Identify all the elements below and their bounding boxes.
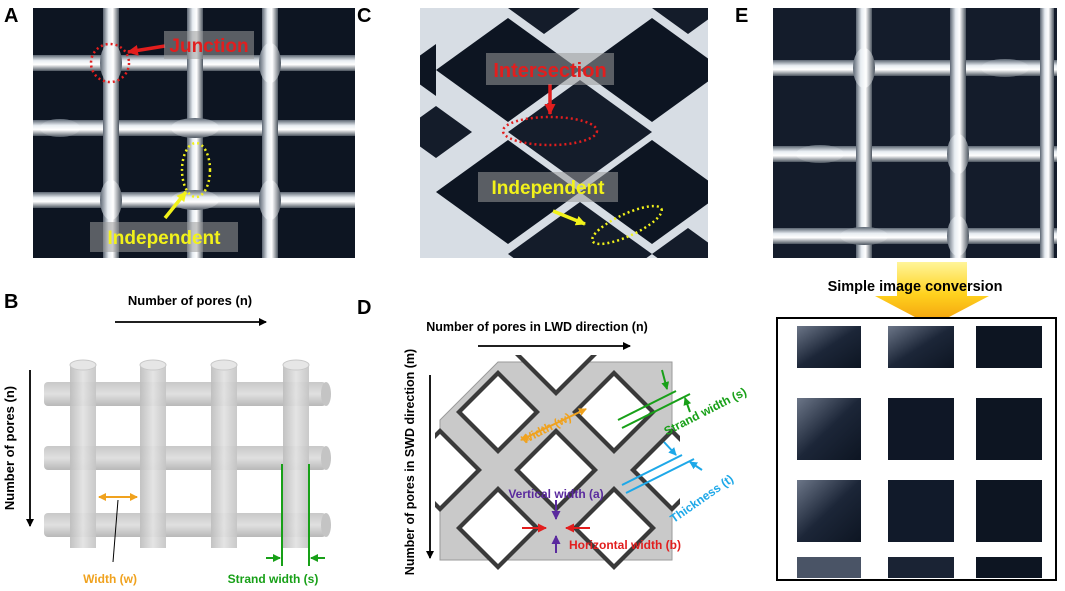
independent-label-a: Independent bbox=[108, 228, 222, 249]
d-strand-arrow-bottom bbox=[683, 397, 692, 413]
junction-label: Junction bbox=[169, 36, 248, 57]
mesh-photo-c bbox=[420, 8, 708, 258]
independent-label-box-a bbox=[90, 222, 238, 252]
b-top-axis-label: Number of pores (n) bbox=[128, 293, 252, 308]
independent-arrow-c bbox=[552, 209, 586, 226]
panel-letter-a: A bbox=[4, 5, 18, 27]
d-thickness-arrow-bottom bbox=[689, 461, 703, 471]
junction-label-box bbox=[164, 31, 254, 59]
d-width-arrow bbox=[520, 408, 587, 441]
mesh-photo-e bbox=[773, 8, 1057, 258]
panel-c: C Intersection Independent bbox=[357, 5, 708, 258]
d-diamond-mesh bbox=[435, 355, 680, 570]
d-thickness-line-a bbox=[621, 454, 683, 486]
independent-label-box-c bbox=[478, 172, 618, 202]
d-strand-line-a bbox=[617, 390, 677, 421]
junction-marker bbox=[89, 42, 131, 84]
conversion-arrow bbox=[875, 262, 989, 326]
b-strand-width-label: Strand width (s) bbox=[228, 572, 319, 586]
panel-d: D Number of pores in LWD direction (n) N… bbox=[357, 297, 749, 575]
d-strand-line-b bbox=[621, 393, 691, 429]
d-top-axis-label: Number of pores in LWD direction (n) bbox=[426, 320, 648, 334]
intersection-marker bbox=[501, 115, 599, 147]
converted-pores bbox=[797, 326, 1042, 578]
intersection-label-box bbox=[486, 53, 614, 85]
conversion-label: Simple image conversion bbox=[828, 279, 1003, 295]
d-thickness-arrow-top bbox=[663, 441, 677, 456]
panel-letter-c: C bbox=[357, 5, 371, 27]
panel-a: A Junction Independent bbox=[4, 5, 355, 258]
b-width-leader bbox=[112, 499, 119, 563]
b-rod-model bbox=[44, 359, 331, 548]
independent-arrow-a bbox=[163, 190, 188, 220]
independent-marker-c bbox=[590, 204, 664, 246]
panel-letter-b: B bbox=[4, 291, 18, 313]
independent-marker bbox=[180, 141, 212, 199]
b-width-label: Width (w) bbox=[83, 572, 137, 586]
junction-arrow bbox=[127, 44, 166, 56]
panel-e: E Simple image conversion bbox=[735, 5, 1057, 581]
d-left-axis-label: Number of pores in SWD direction (m) bbox=[403, 349, 417, 575]
d-horizontal-width-label: Horizontal width (b) bbox=[569, 538, 681, 552]
d-thickness-line-b bbox=[625, 458, 695, 494]
independent-label-c: Independent bbox=[492, 178, 606, 199]
b-left-axis-label: Number of pores (n) bbox=[2, 386, 17, 510]
d-vertical-width-label: Vertical width (a) bbox=[508, 487, 603, 501]
intersection-label: Intersection bbox=[493, 60, 606, 82]
panel-letter-d: D bbox=[357, 297, 371, 319]
d-strand-arrow-top bbox=[661, 369, 670, 390]
panel-letter-e: E bbox=[735, 5, 748, 27]
panel-b: B Number of pores (n) Number of pores (n… bbox=[2, 291, 331, 586]
